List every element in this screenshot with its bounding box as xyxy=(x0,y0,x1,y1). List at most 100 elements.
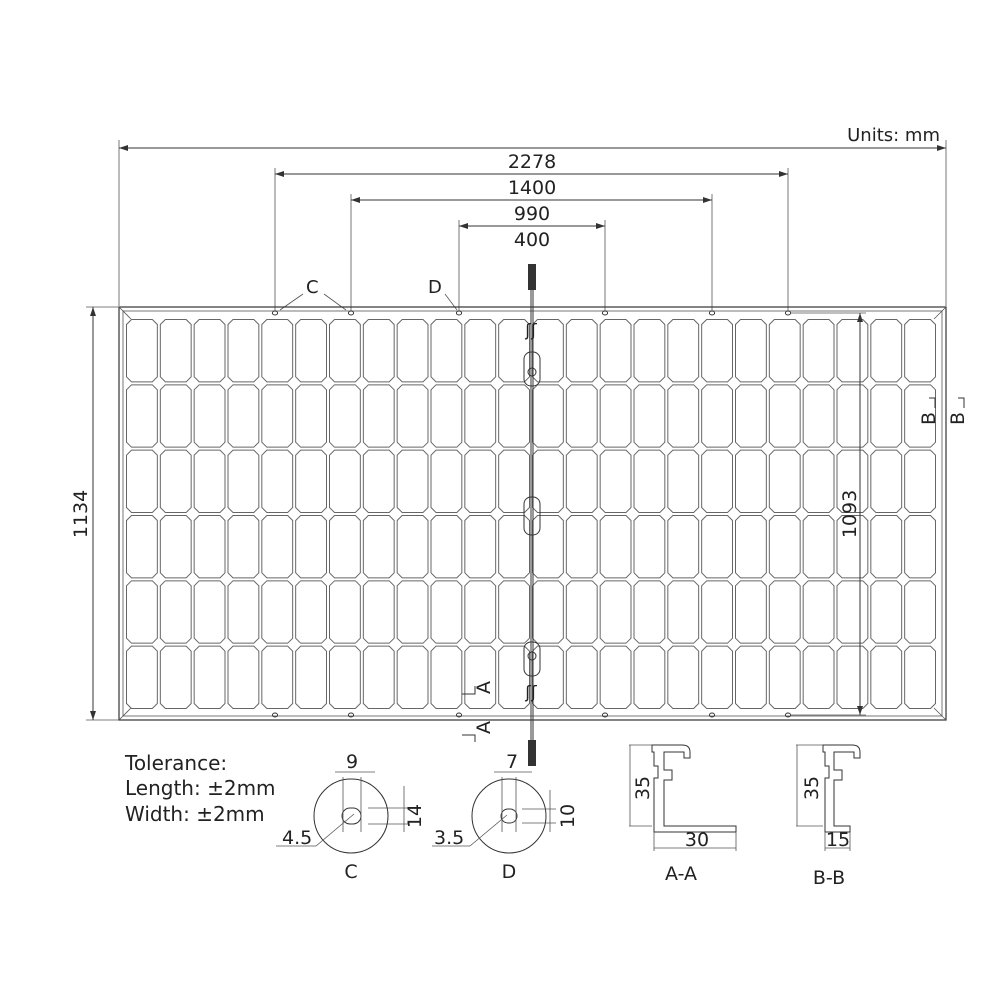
solar-cell xyxy=(802,580,835,644)
solar-cell xyxy=(735,580,767,644)
tolerance-block: Tolerance: Length: ±2mm Width: ±2mm xyxy=(124,751,276,826)
mounting-hole xyxy=(455,310,463,316)
solar-cell xyxy=(701,319,733,383)
solar-cell xyxy=(464,645,497,709)
solar-cell xyxy=(362,449,395,513)
overall-width-value: 1134 xyxy=(70,490,92,538)
mount-c-spacing-dimension: 1400 xyxy=(274,168,789,311)
svg-text:ʃʃ: ʃʃ xyxy=(524,683,538,703)
solar-cell xyxy=(802,645,835,709)
center-spacing-dimension: 400 xyxy=(458,220,606,311)
connector-top-icon xyxy=(528,264,536,290)
hole-label-c: C xyxy=(306,277,319,298)
solar-cell xyxy=(870,319,903,383)
solar-cell xyxy=(735,449,767,513)
solar-cell xyxy=(430,645,463,709)
solar-cell xyxy=(904,645,936,709)
solar-cell xyxy=(362,319,395,383)
solar-cell xyxy=(396,384,429,448)
solar-cell xyxy=(565,319,598,383)
overall-length-value: 2278 xyxy=(508,151,556,173)
solar-cell xyxy=(701,515,733,579)
detail-d-diameter: 3.5 xyxy=(434,827,464,849)
solar-cell xyxy=(599,645,632,709)
solar-cell xyxy=(430,384,463,448)
mounting-hole xyxy=(271,712,279,718)
overall-width-dimension: 1134 xyxy=(70,306,119,721)
solar-cell xyxy=(193,384,226,448)
solar-cell xyxy=(532,645,564,709)
detail-c-label: C xyxy=(344,861,357,883)
hole-callouts: C D xyxy=(279,277,458,311)
solar-cell xyxy=(159,319,192,383)
solar-cell xyxy=(768,515,801,579)
solar-cell xyxy=(532,319,564,383)
solar-cell xyxy=(904,515,936,579)
solar-cell xyxy=(295,645,327,709)
solar-cell xyxy=(768,645,801,709)
mounting-hole xyxy=(708,712,716,718)
solar-cell xyxy=(126,645,158,709)
solar-cell xyxy=(261,515,294,579)
units-label: Units: mm xyxy=(847,125,940,146)
tolerance-length: Length: ±2mm xyxy=(125,776,276,800)
solar-cell xyxy=(836,384,869,448)
solar-cell xyxy=(126,449,158,513)
solar-cell xyxy=(701,645,733,709)
mounting-hole xyxy=(784,712,792,718)
solar-cell xyxy=(362,515,395,579)
detail-d-label: D xyxy=(502,861,517,883)
solar-cell xyxy=(870,580,903,644)
mount-c-spacing-value: 1400 xyxy=(508,177,556,199)
tolerance-width: Width: ±2mm xyxy=(125,802,265,826)
solar-cell xyxy=(565,449,598,513)
solar-cell xyxy=(667,580,700,644)
solar-cell xyxy=(362,645,395,709)
tolerance-title: Tolerance: xyxy=(124,751,227,775)
solar-cell xyxy=(227,645,260,709)
solar-cell xyxy=(261,580,294,644)
mounting-hole xyxy=(601,310,609,316)
solar-cell xyxy=(532,384,564,448)
solar-cell xyxy=(532,449,564,513)
solar-cell xyxy=(633,515,666,579)
solar-cell xyxy=(396,645,429,709)
solar-cell xyxy=(735,515,767,579)
solar-cell xyxy=(633,645,666,709)
solar-cell xyxy=(667,384,700,448)
connector-bottom-icon xyxy=(528,740,536,766)
solar-cell xyxy=(159,515,192,579)
section-a-a-height: 35 xyxy=(632,776,654,800)
solar-cell xyxy=(159,449,192,513)
hole-label-d: D xyxy=(428,277,442,298)
solar-cell xyxy=(261,449,294,513)
solar-cell xyxy=(667,645,700,709)
solar-cell xyxy=(295,580,327,644)
mounting-hole xyxy=(784,310,792,316)
solar-cell xyxy=(396,515,429,579)
solar-cell xyxy=(159,580,192,644)
solar-cell xyxy=(802,515,835,579)
center-spacing-value: 400 xyxy=(514,229,550,251)
solar-cell xyxy=(735,645,767,709)
solar-cell xyxy=(227,384,260,448)
section-a-a-label: A-A xyxy=(665,863,697,885)
solar-cell xyxy=(193,449,226,513)
solar-cell xyxy=(126,319,158,383)
solar-cell xyxy=(261,645,294,709)
solar-cell xyxy=(126,384,158,448)
mounting-hole xyxy=(347,712,355,718)
section-a-marker-top: A xyxy=(473,681,495,694)
solar-cell xyxy=(464,384,497,448)
solar-cell xyxy=(565,580,598,644)
solar-cell xyxy=(159,384,192,448)
detail-d-height: 10 xyxy=(557,804,579,828)
section-b-markers: B B xyxy=(918,397,969,425)
solar-cell xyxy=(329,449,361,513)
solar-cell xyxy=(802,384,835,448)
solar-cell xyxy=(667,449,700,513)
solar-cell xyxy=(532,515,564,579)
solar-cell xyxy=(193,515,226,579)
solar-cell xyxy=(599,515,632,579)
solar-cell xyxy=(633,449,666,513)
